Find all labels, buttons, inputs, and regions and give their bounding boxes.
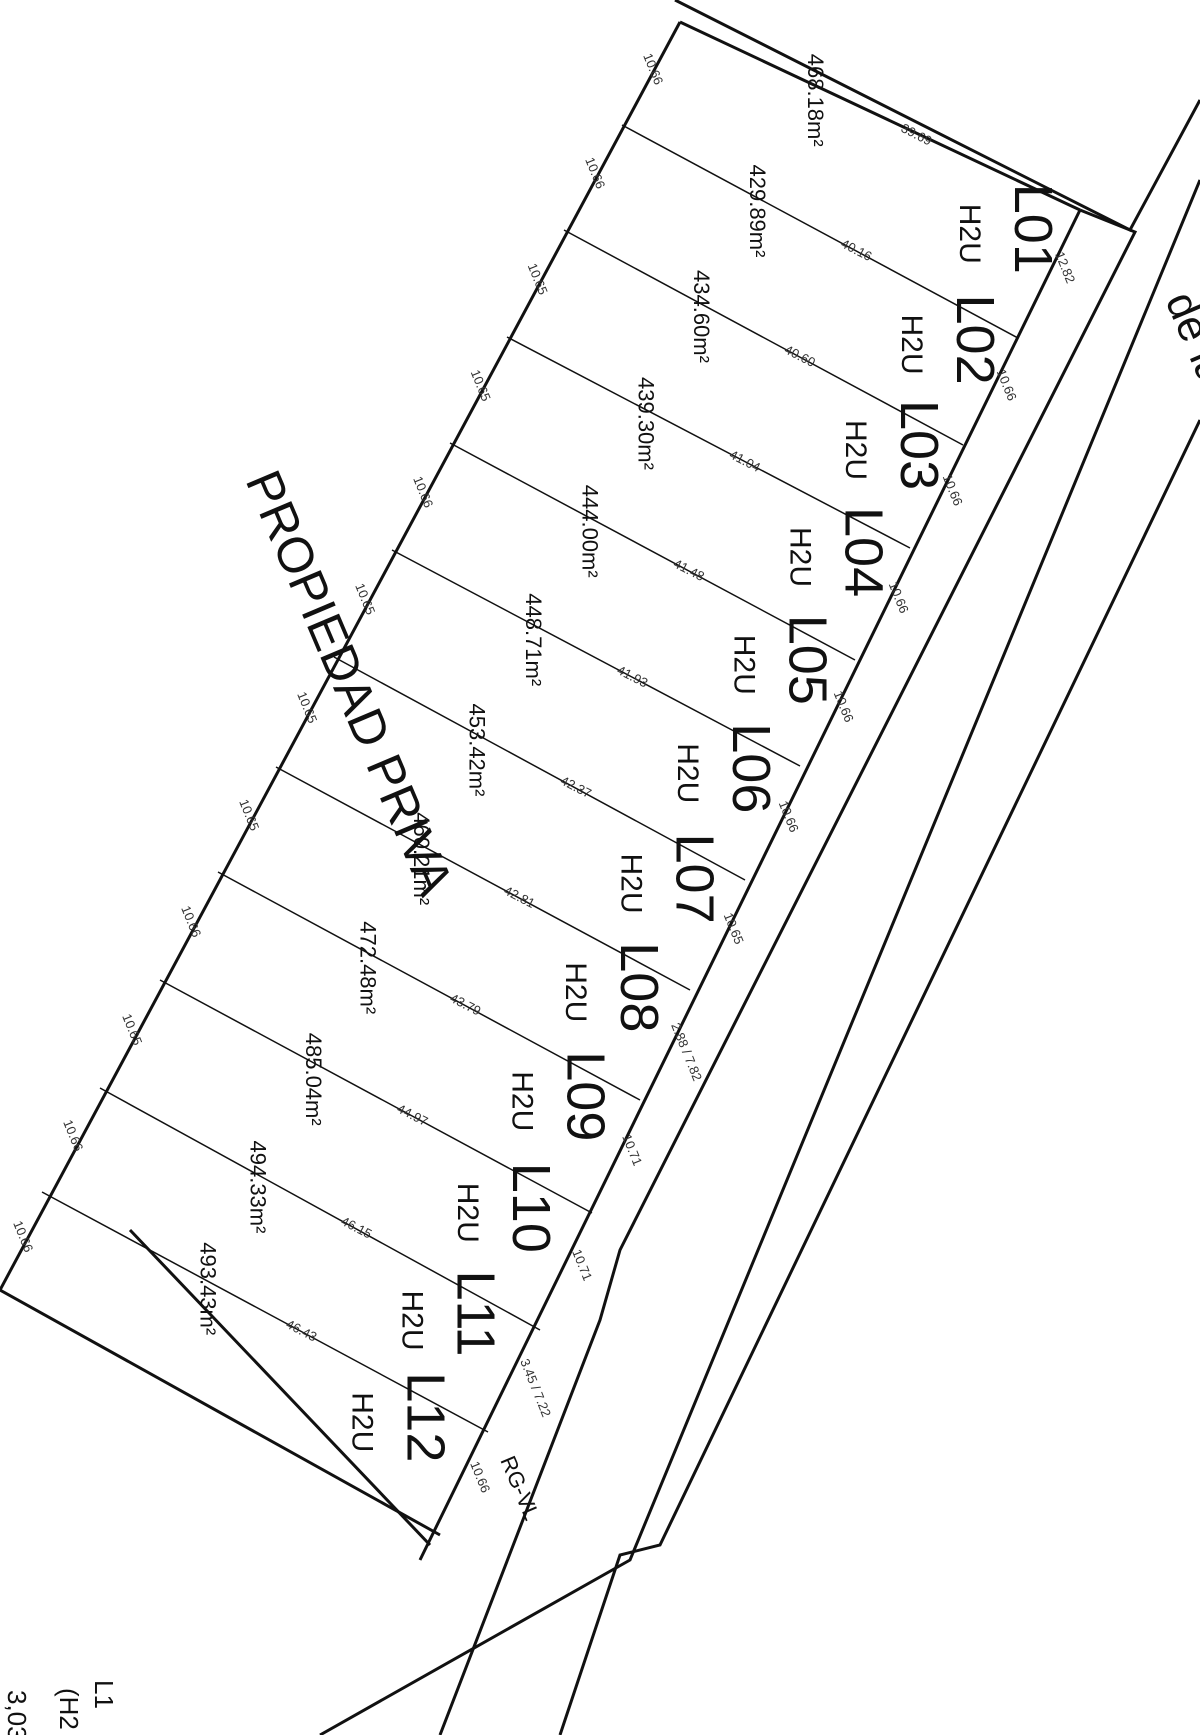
lot-zone-l12: H2U bbox=[346, 1392, 379, 1452]
lot-zone-l02: H2U bbox=[895, 315, 928, 375]
property-label: PROPIEDAD PRIVA bbox=[235, 462, 464, 903]
zone-label: RG-VL bbox=[495, 1452, 544, 1524]
lot-area-l01: 468.18m² bbox=[803, 54, 828, 147]
lot-name-l03: L03 bbox=[889, 400, 949, 490]
lot-street-front-l06: 10.66 bbox=[776, 799, 802, 835]
lot-width-top-l01: 39.69 bbox=[899, 120, 935, 148]
lot-divider bbox=[99, 1087, 541, 1331]
lot-zone-l04: H2U bbox=[784, 527, 817, 587]
lot-street-front-l12: 10.66 bbox=[467, 1459, 493, 1495]
lot-street-front-l05: 10.66 bbox=[831, 689, 857, 725]
lot-name-l01: L01 bbox=[1003, 184, 1063, 274]
lot-area-l12: 493.43m² bbox=[196, 1242, 221, 1335]
lot-zone-l05: H2U bbox=[727, 635, 760, 695]
lot-divider bbox=[41, 1191, 489, 1433]
lot-divider bbox=[333, 656, 746, 881]
lot-name-l02: L02 bbox=[945, 295, 1005, 385]
lot-street-front-l11: 3.45 / 7.22 bbox=[517, 1357, 554, 1420]
rear-boundary bbox=[0, 21, 682, 1291]
partial-lot-area: 3,03 bbox=[2, 1690, 32, 1735]
lot-divider bbox=[159, 979, 593, 1214]
lot-area-l11: 494.33m² bbox=[246, 1141, 271, 1234]
top-boundary bbox=[679, 20, 1081, 212]
lot-area-l05: 444.00m² bbox=[577, 485, 602, 578]
lot-area-l02: 429.89m² bbox=[745, 165, 770, 258]
lot-width-top-l02: 40.16 bbox=[839, 236, 875, 264]
lot-divider bbox=[391, 549, 801, 767]
lot-front-l11: 10.66 bbox=[60, 1118, 86, 1154]
lot-divider bbox=[217, 871, 641, 1101]
lot-divider bbox=[449, 442, 856, 661]
road-right-edge bbox=[438, 208, 1138, 1735]
lot-name-l04: L04 bbox=[834, 507, 894, 597]
lot-street-front-l09: 10.71 bbox=[619, 1132, 645, 1168]
lot-front-l07: 10.65 bbox=[294, 690, 320, 726]
lot-name-l10: L10 bbox=[501, 1163, 561, 1253]
lot-front-l08: 10.65 bbox=[236, 797, 262, 833]
lot-name-l12: L12 bbox=[396, 1372, 456, 1462]
lot-divider bbox=[275, 766, 691, 991]
lot-divider bbox=[506, 336, 911, 549]
lot-zone-l08: H2U bbox=[559, 962, 592, 1022]
lot-zone-l11: H2U bbox=[396, 1291, 429, 1351]
lot-zone-l03: H2U bbox=[839, 420, 872, 480]
lot-area-l03: 434.60m² bbox=[689, 270, 714, 363]
lot-street-front-l10: 10.71 bbox=[569, 1247, 595, 1283]
l12-bottom-boundary bbox=[128, 1228, 432, 1547]
road-median-edge bbox=[319, 179, 1200, 1735]
lot-front-l04: 10.65 bbox=[468, 368, 494, 404]
lot-area-l10: 485.04m² bbox=[301, 1033, 326, 1126]
bottom-boundary bbox=[0, 1288, 441, 1537]
lot-front-l03: 10.65 bbox=[525, 261, 551, 297]
lot-front-l12: 10.66 bbox=[10, 1219, 36, 1255]
lot-front-l10: 10.65 bbox=[119, 1012, 145, 1048]
lot-width-top-l06: 41.93 bbox=[615, 662, 651, 690]
lot-divider bbox=[621, 124, 1019, 339]
lot-zone-l09: H2U bbox=[506, 1071, 539, 1131]
lot-name-l06: L06 bbox=[721, 723, 781, 813]
lot-zone-l01: H2U bbox=[953, 204, 986, 264]
partial-lot-name: L1 bbox=[89, 1680, 119, 1709]
lot-street-front-l08: 2.88 / 7.82 bbox=[668, 1021, 705, 1084]
lot-divider bbox=[563, 229, 964, 446]
partial-lot-zone: (H2 bbox=[54, 1688, 84, 1730]
street-name: de la Hacienda la Labor bbox=[1156, 285, 1200, 732]
lot-front-l06: 10.65 bbox=[352, 581, 378, 617]
lot-area-l04: 439.30m² bbox=[634, 377, 659, 470]
lot-name-l07: L07 bbox=[664, 834, 724, 924]
lot-front-l09: 10.66 bbox=[178, 904, 204, 940]
lot-width-top-l03: 40.60 bbox=[782, 342, 818, 370]
lot-width-top-l04: 41.04 bbox=[727, 447, 763, 475]
lot-name-l08: L08 bbox=[609, 942, 669, 1032]
lot-street-front-l02: 10.66 bbox=[994, 367, 1020, 403]
lot-zone-l06: H2U bbox=[671, 743, 704, 803]
lot-width-top-l12: 46.43 bbox=[284, 1316, 320, 1344]
lot-width-top-l08: 42.81 bbox=[502, 883, 538, 911]
road-outline bbox=[319, 0, 1200, 1735]
lot-street-front-l07: 10.65 bbox=[721, 911, 747, 947]
lot-area-l09: 472.48m² bbox=[356, 921, 381, 1014]
lot-name-l11: L11 bbox=[446, 1271, 506, 1357]
road-far-edge bbox=[558, 419, 1200, 1735]
lot-width-top-l11: 46.15 bbox=[339, 1213, 375, 1241]
lot-front-l05: 10.66 bbox=[410, 474, 436, 510]
lot-area-l06: 448.71m² bbox=[521, 593, 546, 686]
lot-area-l07: 453.42m² bbox=[464, 704, 489, 797]
lot-width-top-l07: 42.37 bbox=[558, 773, 594, 801]
lot-name-l05: L05 bbox=[777, 615, 837, 705]
lot-width-top-l10: 44.97 bbox=[395, 1101, 431, 1129]
front-boundary bbox=[418, 209, 1082, 1561]
lot-name-l09: L09 bbox=[556, 1051, 616, 1141]
lot-width-top-l05: 41.48 bbox=[671, 556, 707, 584]
lot-zone-l10: H2U bbox=[451, 1183, 484, 1243]
lot-width-top-l09: 43.79 bbox=[448, 990, 484, 1018]
lot-boundaries bbox=[0, 20, 1082, 1561]
lot-area-l08: 460.21m² bbox=[409, 812, 434, 905]
lot-zone-l07: H2U bbox=[614, 854, 647, 914]
